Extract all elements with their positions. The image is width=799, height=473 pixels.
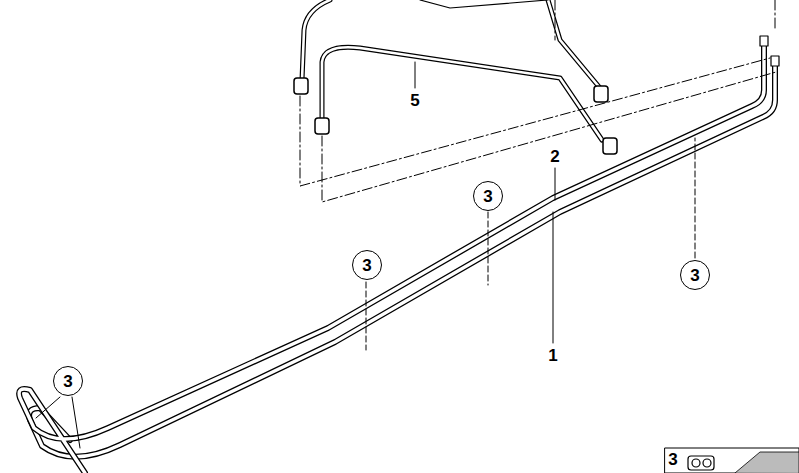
part-number: 3 [667,451,678,468]
callout-circle: 3 [352,250,382,280]
callout-circle: 3 [473,181,503,211]
callout-number: 3 [483,188,492,205]
callout-number: 3 [690,267,699,284]
part-number: 1 [547,347,558,364]
callout-circle: 3 [680,260,710,290]
callout-number: 3 [362,257,371,274]
part-number: 2 [549,148,560,165]
callout-number: 3 [63,373,72,390]
part-number: 5 [409,92,420,109]
callout-circle: 3 [53,366,83,396]
